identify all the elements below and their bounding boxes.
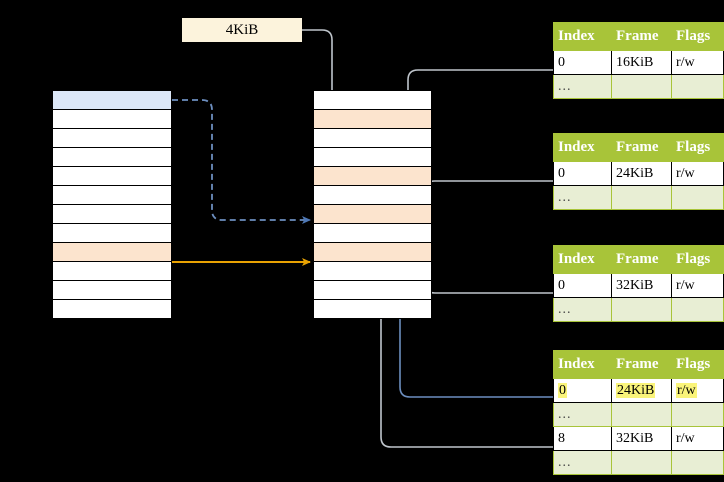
column-header-flags: Flags [671, 22, 724, 51]
cell-frame: 24KiB [611, 378, 672, 403]
memory-cell [313, 261, 432, 281]
highlighted-value: r/w [676, 382, 697, 398]
cell-index: 0 [553, 378, 612, 403]
column-header-frame: Frame [611, 245, 672, 274]
cell-flags [671, 402, 724, 427]
memory-cell [313, 90, 432, 110]
memory-cell [52, 147, 172, 167]
cell-index: 0 [553, 161, 612, 186]
column-header-frame: Frame [611, 133, 672, 162]
memory-cell [313, 204, 432, 224]
memory-cell [52, 223, 172, 243]
cell-flags: r/w [671, 50, 724, 75]
cell-index: ... [553, 450, 612, 475]
virtual-address-space-column [52, 90, 172, 319]
memory-cell [313, 109, 432, 129]
memory-cell [313, 299, 432, 319]
memory-cell [52, 204, 172, 224]
cell-frame [611, 402, 672, 427]
highlighted-value: 0 [558, 382, 567, 398]
cell-flags: r/w [671, 378, 724, 403]
column-header-index: Index [553, 22, 612, 51]
table-row: 0 24KiB r/w [553, 378, 724, 403]
cell-frame: 32KiB [611, 426, 672, 451]
memory-cell [52, 128, 172, 148]
memory-cell [313, 166, 432, 186]
column-header-flags: Flags [671, 350, 724, 379]
table-row: ... [553, 297, 724, 322]
cell-frame [611, 450, 672, 475]
memory-cell [52, 242, 172, 262]
cell-frame [611, 74, 672, 99]
memory-cell [313, 128, 432, 148]
table-row: ... [553, 185, 724, 210]
highlighted-value: 24KiB [616, 382, 656, 398]
table-row: ... [553, 74, 724, 99]
page-size-label: 4KiB [182, 18, 302, 42]
memory-cell [52, 261, 172, 281]
cell-flags: r/w [671, 273, 724, 298]
memory-cell [52, 109, 172, 129]
table-row: ... [553, 402, 724, 427]
column-header-flags: Flags [671, 245, 724, 274]
cell-index: ... [553, 297, 612, 322]
column-header-frame: Frame [611, 22, 672, 51]
memory-cell [52, 90, 172, 110]
memory-cell [52, 185, 172, 205]
cell-flags: r/w [671, 161, 724, 186]
wire-virtual-row1-to-physical-row7 [172, 99, 311, 224]
cell-frame [611, 185, 672, 210]
memory-cell [52, 280, 172, 300]
cell-frame: 24KiB [611, 161, 672, 186]
cell-flags [671, 450, 724, 475]
cell-index: ... [553, 402, 612, 427]
page-size-label-text: 4KiB [225, 22, 259, 38]
cell-index: ... [553, 185, 612, 210]
column-header-index: Index [553, 133, 612, 162]
memory-cell [313, 147, 432, 167]
memory-cell [313, 223, 432, 243]
column-header-index: Index [553, 350, 612, 379]
cell-index: 0 [553, 273, 612, 298]
cell-frame: 32KiB [611, 273, 672, 298]
cell-flags [671, 74, 724, 99]
memory-cell [313, 185, 432, 205]
table-row: ... [553, 450, 724, 475]
cell-index: ... [553, 74, 612, 99]
cell-flags [671, 185, 724, 210]
cell-flags [671, 297, 724, 322]
memory-cell [52, 166, 172, 186]
cell-flags: r/w [671, 426, 724, 451]
column-header-frame: Frame [611, 350, 672, 379]
column-header-index: Index [553, 245, 612, 274]
memory-cell [313, 280, 432, 300]
physical-address-space-column [313, 90, 432, 319]
cell-frame: 16KiB [611, 50, 672, 75]
column-header-flags: Flags [671, 133, 724, 162]
cell-frame [611, 297, 672, 322]
memory-cell [313, 242, 432, 262]
memory-cell [52, 299, 172, 319]
cell-index: 0 [553, 50, 612, 75]
cell-index: 8 [553, 426, 612, 451]
